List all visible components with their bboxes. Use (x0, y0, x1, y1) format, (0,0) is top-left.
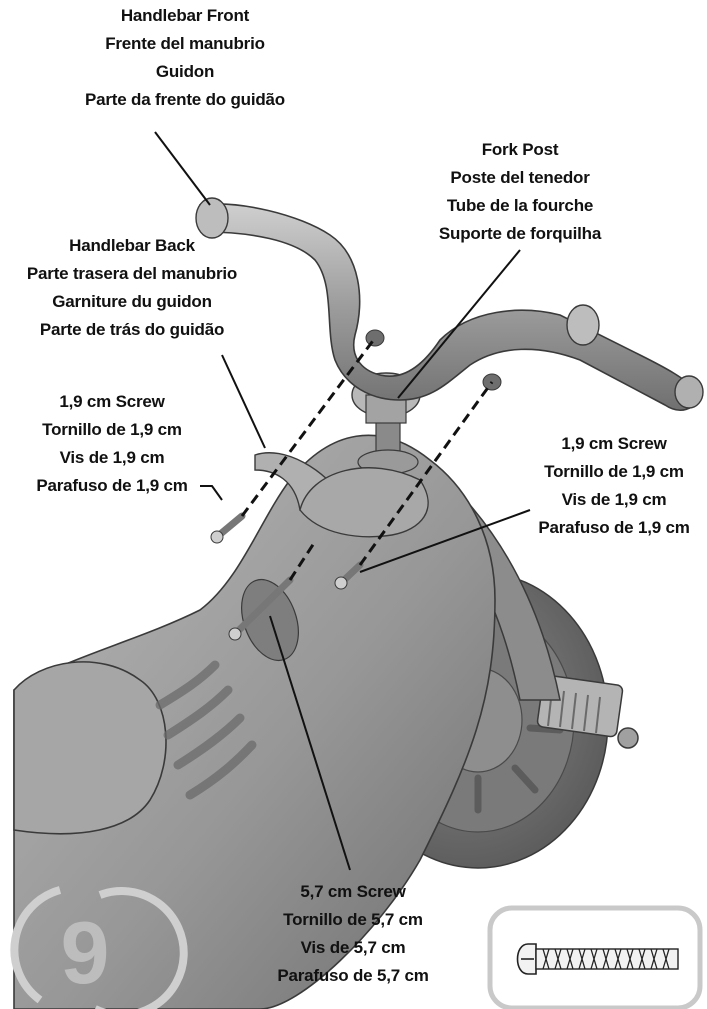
step-number: 9 (40, 908, 130, 998)
label-handlebar-front: Handlebar Front Frente del manubrio Guid… (60, 2, 310, 114)
screw-short-left (211, 516, 242, 543)
label-line: Handlebar Back (4, 232, 260, 260)
label-line: Tornillo de 1,9 cm (524, 458, 704, 486)
label-line: Parafuso de 5,7 cm (258, 962, 448, 990)
label-screw-left: 1,9 cm Screw Tornillo de 1,9 cm Vis de 1… (14, 388, 210, 500)
label-line: Parte da frente do guidão (60, 86, 310, 114)
label-line: Suporte de forquilha (400, 220, 640, 248)
label-screw-long: 5,7 cm Screw Tornillo de 5,7 cm Vis de 5… (258, 878, 448, 990)
label-line: Tornillo de 1,9 cm (14, 416, 210, 444)
label-screw-right: 1,9 cm Screw Tornillo de 1,9 cm Vis de 1… (524, 430, 704, 542)
label-line: 5,7 cm Screw (258, 878, 448, 906)
label-line: Tornillo de 5,7 cm (258, 906, 448, 934)
screw-icon (518, 944, 679, 974)
label-line: Parafuso de 1,9 cm (524, 514, 704, 542)
label-line: Parte trasera del manubrio (4, 260, 260, 288)
label-fork-post: Fork Post Poste del tenedor Tube de la f… (400, 136, 640, 248)
label-line: Handlebar Front (60, 2, 310, 30)
label-line: 1,9 cm Screw (524, 430, 704, 458)
label-line: Fork Post (400, 136, 640, 164)
label-handlebar-back: Handlebar Back Parte trasera del manubri… (4, 232, 260, 344)
seat (14, 662, 166, 834)
label-line: Vis de 5,7 cm (258, 934, 448, 962)
label-line: Garniture du guidon (4, 288, 260, 316)
label-line: Tube de la fourche (400, 192, 640, 220)
label-line: 1,9 cm Screw (14, 388, 210, 416)
label-line: Frente del manubrio (60, 30, 310, 58)
label-line: Vis de 1,9 cm (14, 444, 210, 472)
label-line: Parafuso de 1,9 cm (14, 472, 210, 500)
label-line: Parte de trás do guidão (4, 316, 260, 344)
label-line: Poste del tenedor (400, 164, 640, 192)
label-line: Guidon (60, 58, 310, 86)
label-line: Vis de 1,9 cm (524, 486, 704, 514)
screw-inset-panel (490, 908, 700, 1008)
